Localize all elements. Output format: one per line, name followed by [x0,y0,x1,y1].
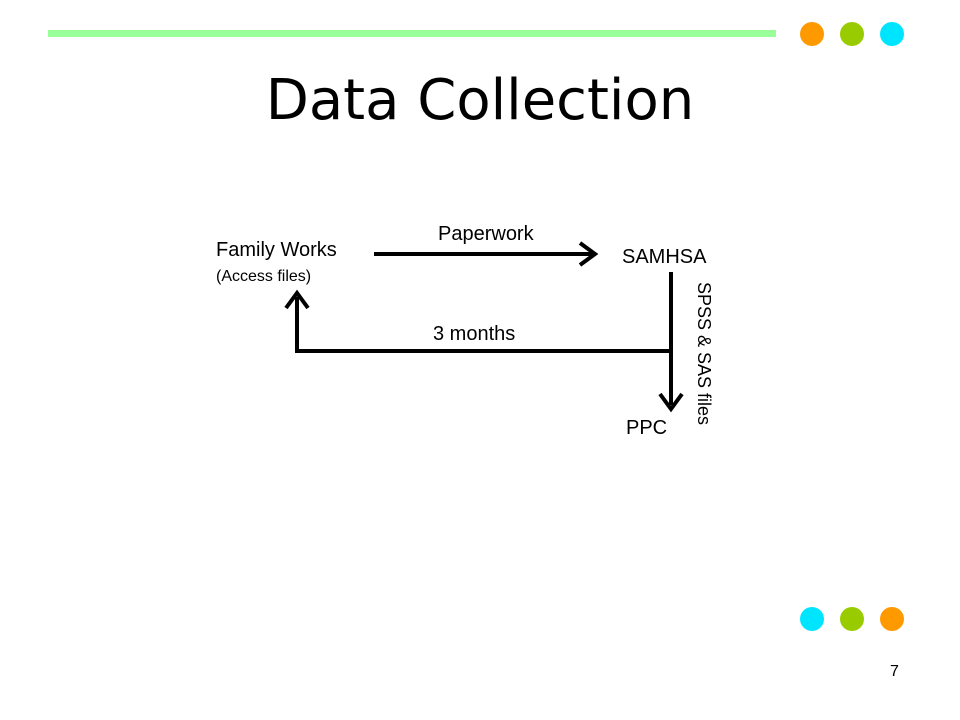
edge-label-paperwork: Paperwork [438,223,534,245]
top-rule [48,30,776,37]
edge-label-spss-sas: SPSS & SAS files [694,282,714,426]
node-ppc: PPC [626,417,668,439]
dot-cyan-bottom [800,607,824,631]
node-family-works-sublabel: (Access files) [216,268,312,285]
paperwork-arrow [374,241,599,267]
three-months-arrow [284,289,671,353]
edge-label-three-months: 3 months [433,323,516,345]
dot-orange-bottom [880,607,904,631]
page-number: 7 [890,663,899,680]
dot-cyan-top [880,22,904,46]
spss-sas-arrow [658,272,684,413]
node-family-works: Family Works [216,239,337,261]
node-samhsa: SAMHSA [622,246,707,268]
dot-green-top [840,22,864,46]
slide-title: Data Collection [265,68,695,133]
dot-green-bottom [840,607,864,631]
dot-orange-top [800,22,824,46]
